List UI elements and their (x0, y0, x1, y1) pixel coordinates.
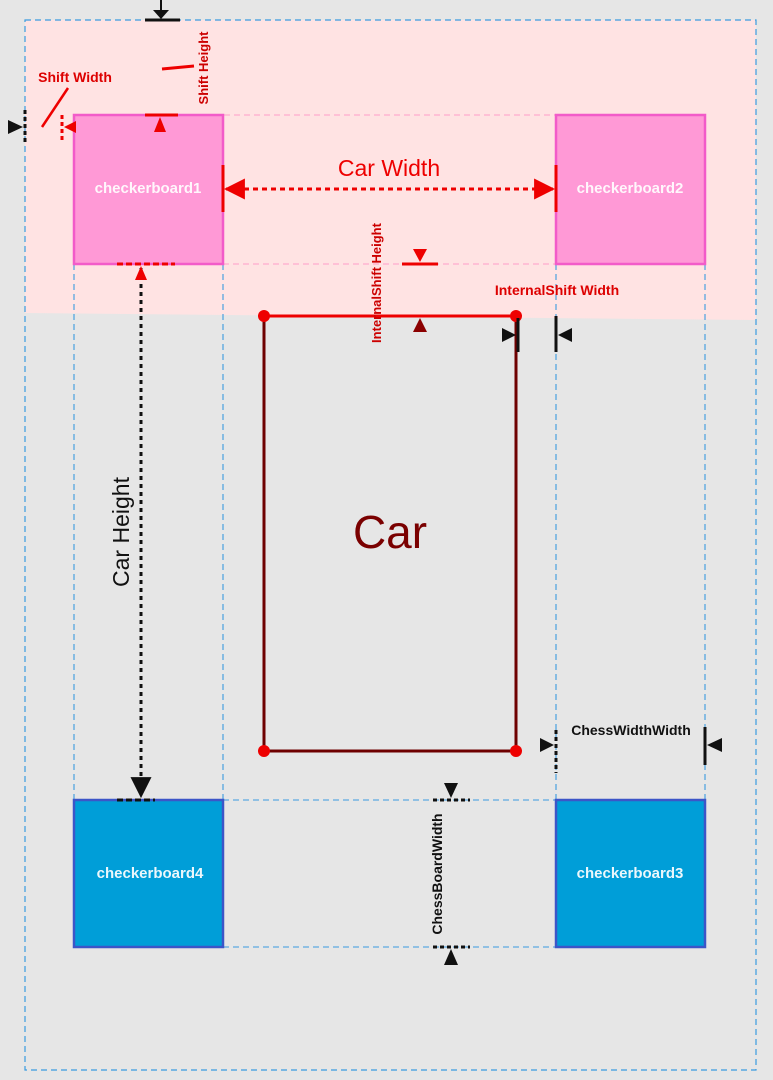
chess-width-width-label: ChessWidthWidth (571, 722, 691, 738)
checkerboard-2: checkerboard2 (554, 113, 707, 266)
internal-shift-width-right-arrow-icon (558, 328, 572, 342)
internal-shift-height-dimension: InternalShift Height (369, 222, 452, 343)
internal-shift-height-label: InternalShift Height (369, 222, 384, 343)
car-corner-marker-icon (258, 310, 270, 322)
internal-shift-width-label: InternalShift Width (495, 282, 619, 298)
top-shift-arrow-icon (153, 10, 169, 19)
top-shift-marker (145, 0, 180, 22)
chess-board-width-bottom-arrow-icon (444, 949, 458, 965)
car-height-label: Car Height (108, 476, 134, 587)
left-shift-marker (8, 110, 27, 145)
shift-height-arrow-icon (154, 117, 166, 132)
shift-width-dimension: Shift Width (38, 69, 112, 140)
car-height-dimension: Car Height (108, 262, 175, 802)
guide-lines (73, 264, 706, 948)
car-corner-marker-icon (510, 745, 522, 757)
car-corner-marker-icon (510, 310, 522, 322)
chess-board-width-label: ChessBoardWidth (429, 813, 445, 934)
chess-board-width-top-arrow-icon (444, 783, 458, 798)
internal-shift-width-dimension: InternalShift Width (495, 282, 619, 352)
chess-width-width-dimension: ChessWidthWidth (540, 722, 722, 773)
car-width-dimension: Car Width (221, 155, 558, 212)
shift-height-dimension: Shift Height (145, 31, 211, 132)
chess-width-left-arrow-icon (540, 738, 554, 752)
chess-board-width-dimension: ChessBoardWidth (429, 783, 470, 965)
checkerboard-4-label: checkerboard4 (97, 865, 204, 882)
car-height-top-arrow-icon (135, 266, 147, 280)
car-label: Car (353, 506, 427, 558)
car-corner-marker-icon (258, 745, 270, 757)
outer-frame (24, 19, 757, 1071)
checkerboard-1-label: checkerboard1 (95, 180, 202, 197)
checkerboard-1: checkerboard1 (72, 113, 225, 266)
car-width-label: Car Width (338, 155, 440, 181)
checkerboard-2-label: checkerboard2 (577, 180, 684, 197)
checkerboard-4: checkerboard4 (72, 798, 225, 949)
shift-height-label: Shift Height (196, 31, 211, 105)
shift-width-arrow-icon (64, 121, 76, 133)
internal-shift-width-left-arrow-icon (502, 328, 516, 342)
checkerboard-3-label: checkerboard3 (577, 865, 684, 882)
left-shift-arrow-icon (8, 120, 23, 134)
checkerboard-3: checkerboard3 (554, 798, 707, 949)
internal-shift-height-top-arrow-icon (413, 249, 427, 262)
chess-width-right-arrow-icon (707, 738, 722, 752)
internal-shift-height-bottom-arrow-icon (413, 318, 427, 332)
shift-width-label: Shift Width (38, 69, 112, 85)
